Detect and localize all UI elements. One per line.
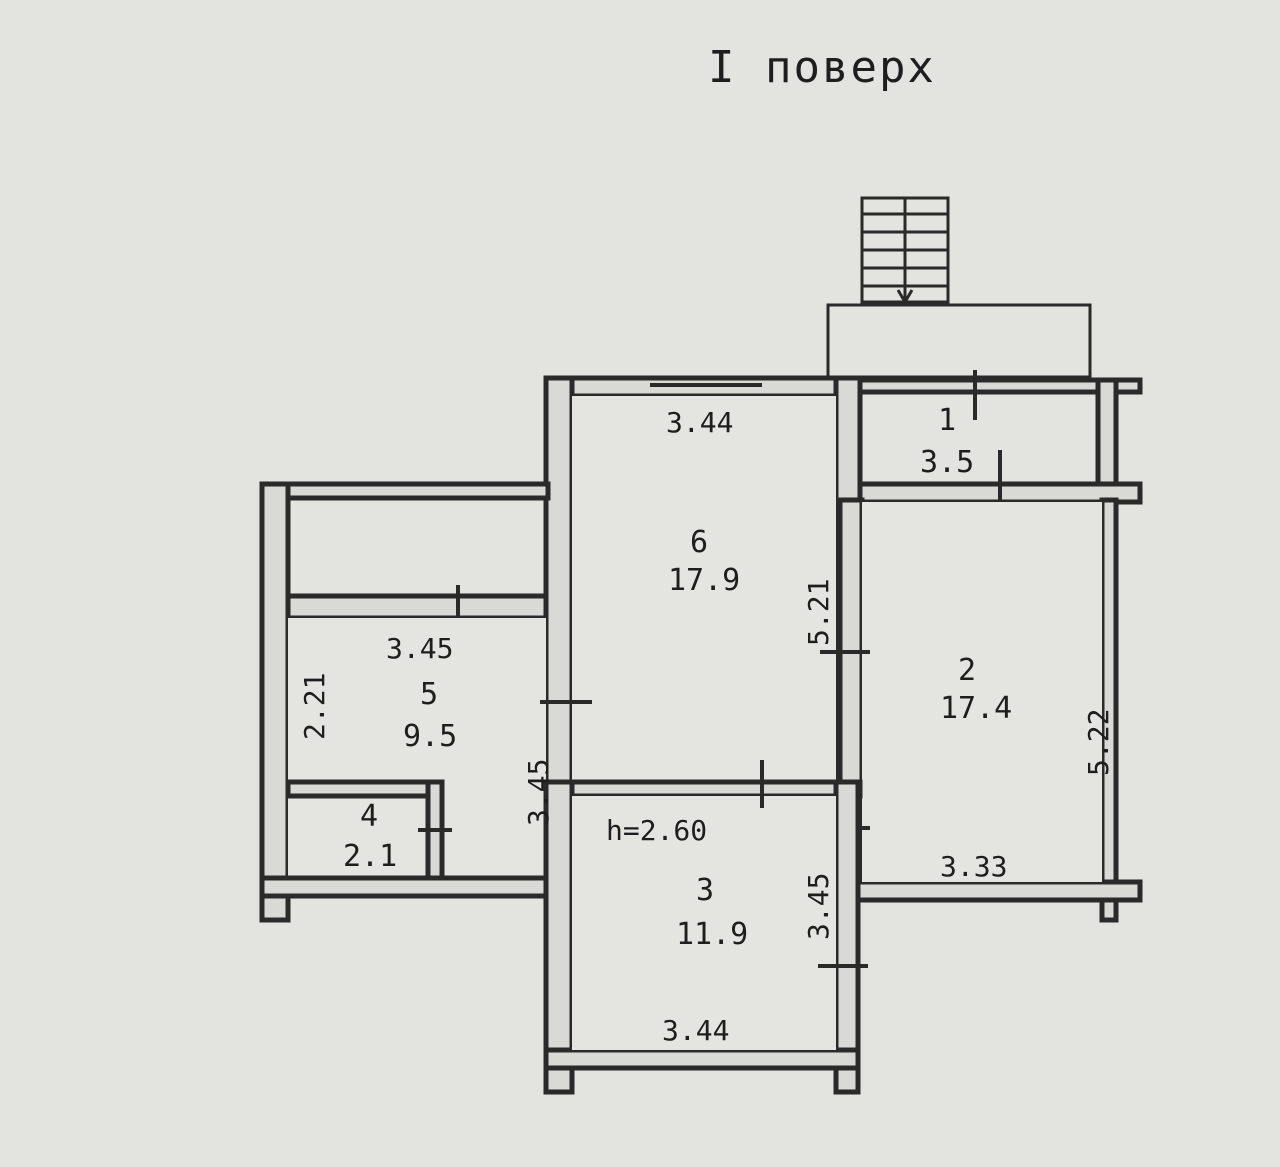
room-4 bbox=[285, 779, 452, 883]
room-2 bbox=[820, 497, 1143, 923]
staircase bbox=[860, 196, 950, 305]
room-5-area: 9.5 bbox=[403, 719, 457, 754]
dim-room6-right: 5.21 bbox=[802, 579, 835, 646]
floor-title: I поверх bbox=[708, 42, 936, 93]
dim-room5-right: 3.45 bbox=[522, 759, 555, 826]
room-5 bbox=[288, 618, 592, 880]
balcony bbox=[259, 481, 551, 923]
ceiling-height: h=2.60 bbox=[606, 814, 707, 847]
room-4-number: 4 bbox=[360, 799, 378, 834]
room-3-area: 11.9 bbox=[676, 917, 748, 952]
dim-room3-right: 3.45 bbox=[802, 873, 835, 940]
room-3-number: 3 bbox=[696, 873, 714, 908]
room-2-area: 17.4 bbox=[940, 691, 1012, 726]
room-5-number: 5 bbox=[420, 677, 438, 712]
dim-room2-bottom: 3.33 bbox=[940, 850, 1007, 883]
room-6-number: 6 bbox=[690, 525, 708, 560]
room-1-area: 3.5 bbox=[920, 445, 974, 480]
porch bbox=[826, 303, 1092, 379]
room-3 bbox=[543, 760, 868, 1095]
room-4-area: 2.1 bbox=[343, 839, 397, 874]
room-2-number: 2 bbox=[958, 653, 976, 688]
room-1-number: 1 bbox=[938, 403, 956, 438]
dim-room5-top: 3.45 bbox=[386, 632, 453, 665]
dim-room2-right: 5.22 bbox=[1082, 709, 1115, 776]
dim-room6-top: 3.44 bbox=[666, 406, 733, 439]
room-6-area: 17.9 bbox=[668, 563, 740, 598]
dim-room5-left: 2.21 bbox=[298, 673, 331, 740]
dim-room3-bottom: 3.44 bbox=[662, 1014, 729, 1047]
